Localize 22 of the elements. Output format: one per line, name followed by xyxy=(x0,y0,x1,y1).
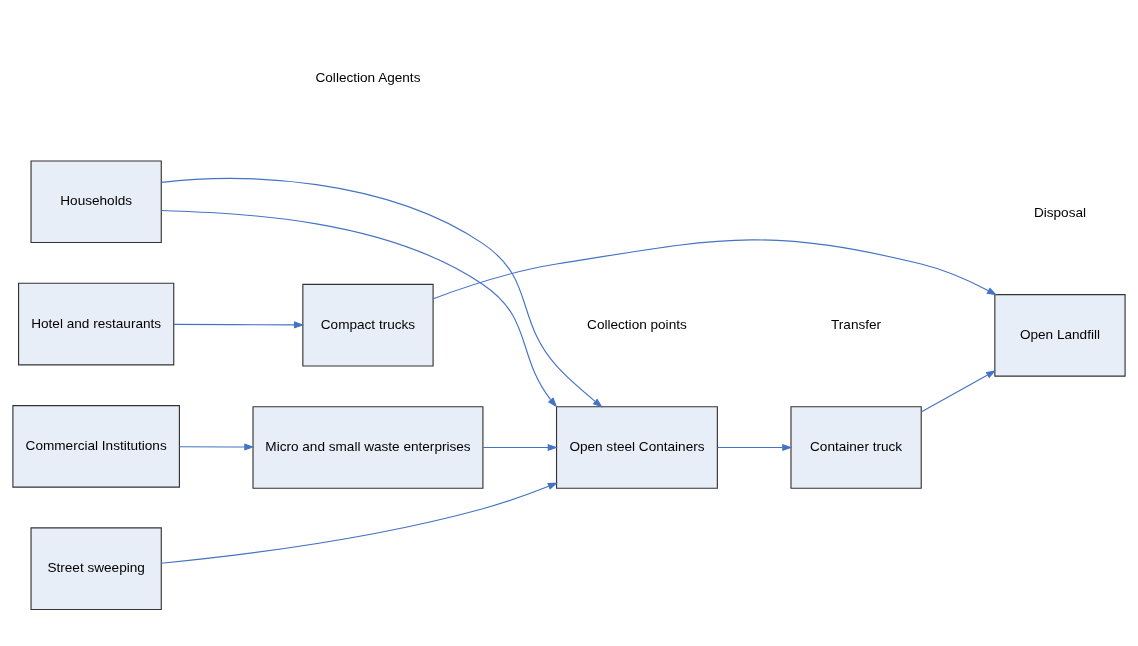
node-box: Households xyxy=(30,159,162,243)
node-box: Container truck xyxy=(790,405,922,489)
arrow xyxy=(179,442,255,451)
label: Disposal xyxy=(1033,204,1086,220)
node-box: Compact trucks xyxy=(302,283,434,367)
node-box: Hotel and restaurants xyxy=(18,282,175,365)
arrow xyxy=(161,177,603,408)
arrow xyxy=(482,443,558,451)
arrow xyxy=(160,482,559,564)
arrow xyxy=(921,369,997,412)
arrow xyxy=(161,209,558,407)
node-box: Open steel Containers xyxy=(555,405,718,489)
node-box: Commercial Institutions xyxy=(12,404,180,488)
label: Collection points xyxy=(587,316,687,332)
arrow xyxy=(432,238,998,299)
arrow xyxy=(173,320,305,328)
label: Transfer xyxy=(831,316,882,332)
node-box: Micro and small waste enterprises xyxy=(252,405,484,489)
arrow xyxy=(717,443,793,451)
label: Collection Agents xyxy=(315,69,421,85)
node-box: Open Landfill xyxy=(994,293,1126,377)
node-box: Street sweeping xyxy=(30,526,162,610)
